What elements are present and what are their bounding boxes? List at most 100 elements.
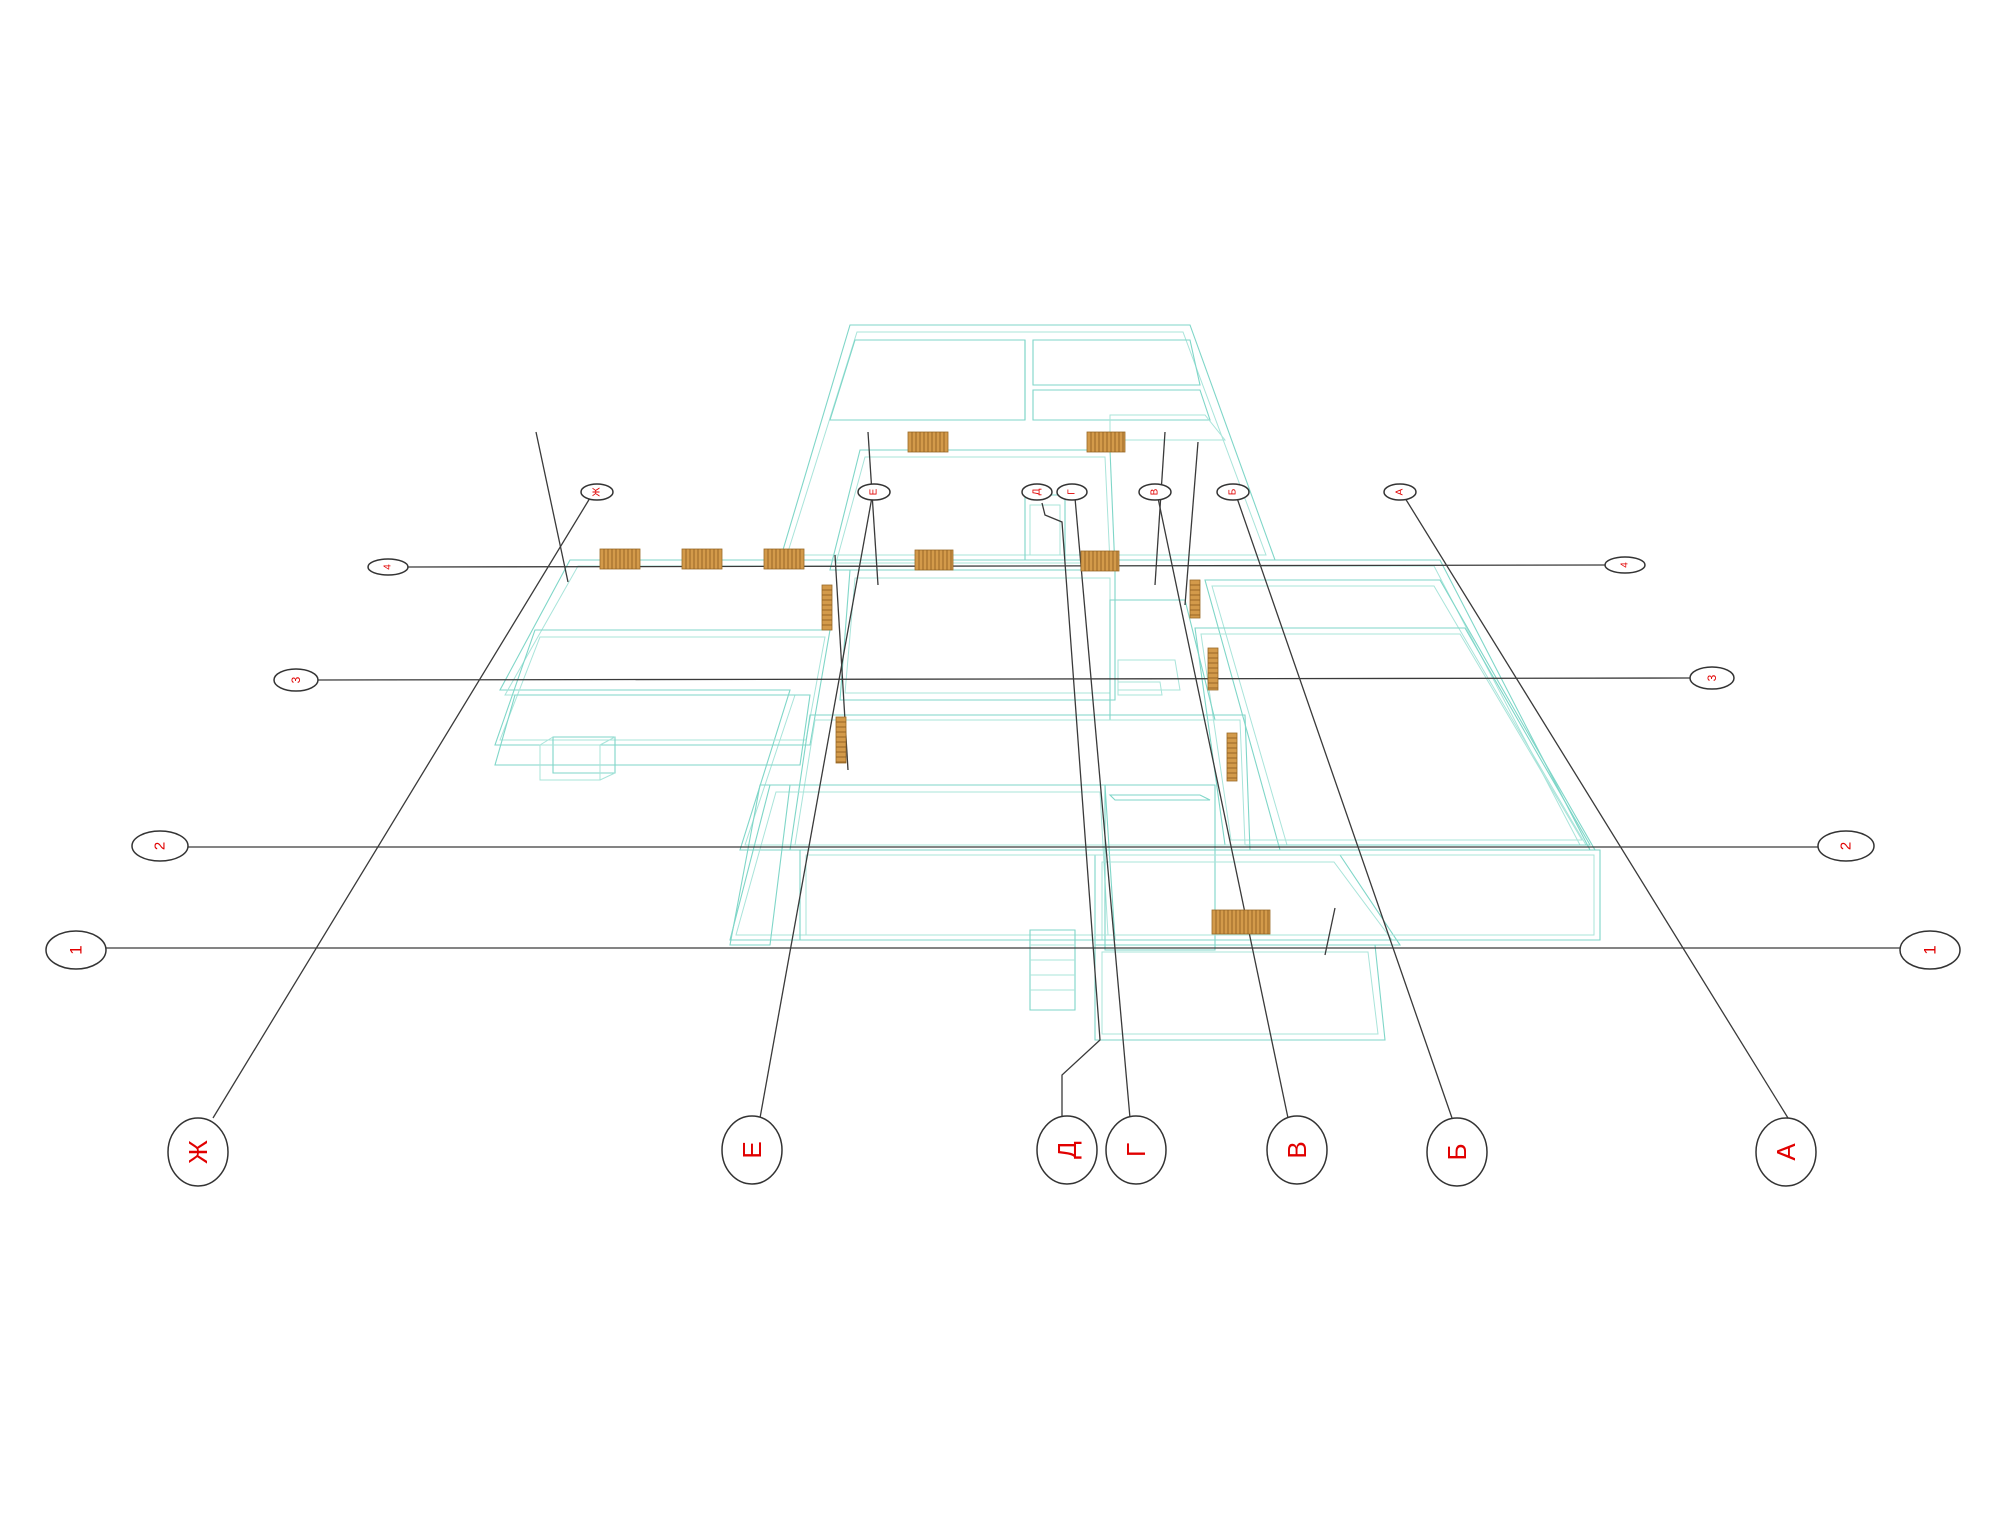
lower-mid-ledge: [1108, 794, 1211, 801]
middle-room-inner: [794, 719, 1246, 846]
svg-text:2: 2: [1838, 842, 1855, 850]
svg-text:3: 3: [1705, 674, 1719, 681]
vertical-radiator-icon: [1207, 647, 1219, 691]
svg-text:Д: Д: [1052, 1141, 1082, 1159]
axis-marker-col-g-top[interactable]: Г: [1056, 483, 1088, 501]
axis-marker-row-2-left[interactable]: 2: [131, 830, 189, 862]
far-room-step: [1109, 414, 1227, 441]
svg-text:4: 4: [1620, 562, 1631, 568]
axis-marker-col-e-bottom[interactable]: Е: [721, 1115, 783, 1185]
svg-text:Е: Е: [869, 488, 880, 495]
axis-line-col-a: [1404, 497, 1789, 1119]
axis-line-col-g: [1074, 497, 1131, 1119]
axis-marker-col-b-bottom[interactable]: Б: [1426, 1117, 1488, 1187]
far-room-right-upper: [1032, 339, 1201, 386]
grid-axes: [105, 431, 1900, 1119]
central-upper-room-inner: [835, 456, 1111, 564]
left-wing-box-back: [539, 744, 601, 781]
far-block-outline: [779, 324, 1276, 561]
axis-marker-col-d-bottom[interactable]: Д: [1036, 1115, 1098, 1185]
left-wing-room: [494, 629, 831, 746]
riser-line: [1324, 907, 1336, 956]
svg-text:А: А: [1771, 1143, 1801, 1161]
svg-text:Е: Е: [737, 1141, 767, 1158]
svg-text:Ж: Ж: [592, 487, 603, 497]
axis-marker-col-e-top[interactable]: Е: [857, 483, 891, 501]
front-porch: [1029, 929, 1076, 1011]
axis-marker-col-v-top[interactable]: В: [1138, 483, 1172, 501]
lower-left-room-inner: [735, 791, 1109, 936]
svg-text:3: 3: [289, 676, 303, 683]
axis-line-col-d: [1041, 502, 1101, 1118]
right-wing-inner-room-b: [1200, 633, 1583, 841]
svg-text:1: 1: [1921, 945, 1940, 954]
svg-text:А: А: [1395, 488, 1406, 495]
axis-markers: 4 4 3 3 2 2 1 1: [45, 483, 1961, 1187]
horizontal-radiator-icon: [681, 548, 723, 570]
vertical-radiator-icon: [1189, 579, 1201, 619]
svg-text:4: 4: [383, 564, 394, 570]
axis-marker-col-v-bottom[interactable]: В: [1266, 1115, 1328, 1185]
axis-marker-col-zh-top[interactable]: Ж: [580, 483, 614, 501]
right-wing-room: [1204, 579, 1596, 851]
axis-marker-col-g-bottom[interactable]: Г: [1105, 1115, 1167, 1185]
main-level-outline: [499, 559, 1591, 851]
svg-text:Г: Г: [1121, 1143, 1151, 1157]
horizontal-radiator-icon: [1211, 909, 1271, 935]
svg-text:Б: Б: [1228, 488, 1239, 495]
central-shaft-inner: [1029, 504, 1061, 556]
axis-marker-row-3-left[interactable]: 3: [273, 668, 319, 692]
svg-text:Ж: Ж: [183, 1140, 213, 1164]
axis-marker-col-b-top[interactable]: Б: [1216, 483, 1250, 501]
middle-room: [789, 714, 1251, 851]
radiators: [599, 431, 1271, 935]
axis-marker-row-1-left[interactable]: 1: [45, 930, 107, 970]
axis-marker-row-4-right[interactable]: 4: [1604, 556, 1646, 574]
vertical-radiator-icon: [1226, 732, 1238, 782]
svg-text:Г: Г: [1067, 489, 1078, 495]
vertical-radiator-icon: [821, 584, 833, 631]
axis-marker-col-d-top[interactable]: Д: [1021, 483, 1053, 501]
axis-line-col-e: [759, 496, 873, 1119]
axis-marker-row-4-left[interactable]: 4: [367, 558, 409, 576]
stair-step: [1117, 681, 1163, 696]
axis-marker-col-a-bottom[interactable]: А: [1755, 1117, 1817, 1187]
svg-text:В: В: [1150, 488, 1161, 495]
svg-text:Д: Д: [1032, 488, 1043, 495]
riser-line: [1154, 431, 1166, 586]
lower-left-room: [729, 784, 1116, 941]
axis-line-row-3: [317, 677, 1691, 681]
lower-band: [799, 849, 1601, 941]
horizontal-radiator-icon: [914, 549, 954, 571]
horizontal-radiator-icon: [1086, 431, 1126, 453]
stair-landing: [1117, 659, 1181, 691]
far-room-right-lower: [1032, 389, 1211, 421]
lower-mid-room: [1104, 784, 1216, 951]
front-room-inner: [1101, 951, 1379, 1035]
svg-text:2: 2: [152, 842, 169, 850]
axis-marker-row-1-right[interactable]: 1: [1899, 930, 1961, 970]
far-block-inner: [786, 331, 1267, 556]
lower-wall-strip: [729, 784, 791, 946]
axis-marker-col-a-top[interactable]: А: [1383, 483, 1417, 501]
horizontal-radiator-icon: [599, 548, 641, 570]
axis-marker-col-zh-bottom[interactable]: Ж: [167, 1117, 229, 1187]
axis-marker-row-2-right[interactable]: 2: [1817, 830, 1875, 862]
building-walls: [494, 324, 1601, 1041]
svg-text:Б: Б: [1442, 1143, 1472, 1160]
riser-line: [1184, 441, 1199, 606]
main-level-outline-inner: [504, 565, 1581, 846]
axis-marker-row-3-right[interactable]: 3: [1689, 666, 1735, 690]
front-room: [1094, 944, 1386, 1041]
vertical-radiator-icon: [835, 716, 847, 764]
far-room-left: [829, 339, 1026, 421]
riser-line: [535, 431, 569, 583]
svg-text:1: 1: [67, 945, 86, 954]
left-wing-room-inner: [499, 636, 826, 741]
horizontal-radiator-icon: [1080, 550, 1120, 572]
left-wing-lower: [494, 694, 811, 766]
horizontal-radiator-icon: [907, 431, 949, 453]
axis-line-col-zh: [212, 497, 591, 1119]
